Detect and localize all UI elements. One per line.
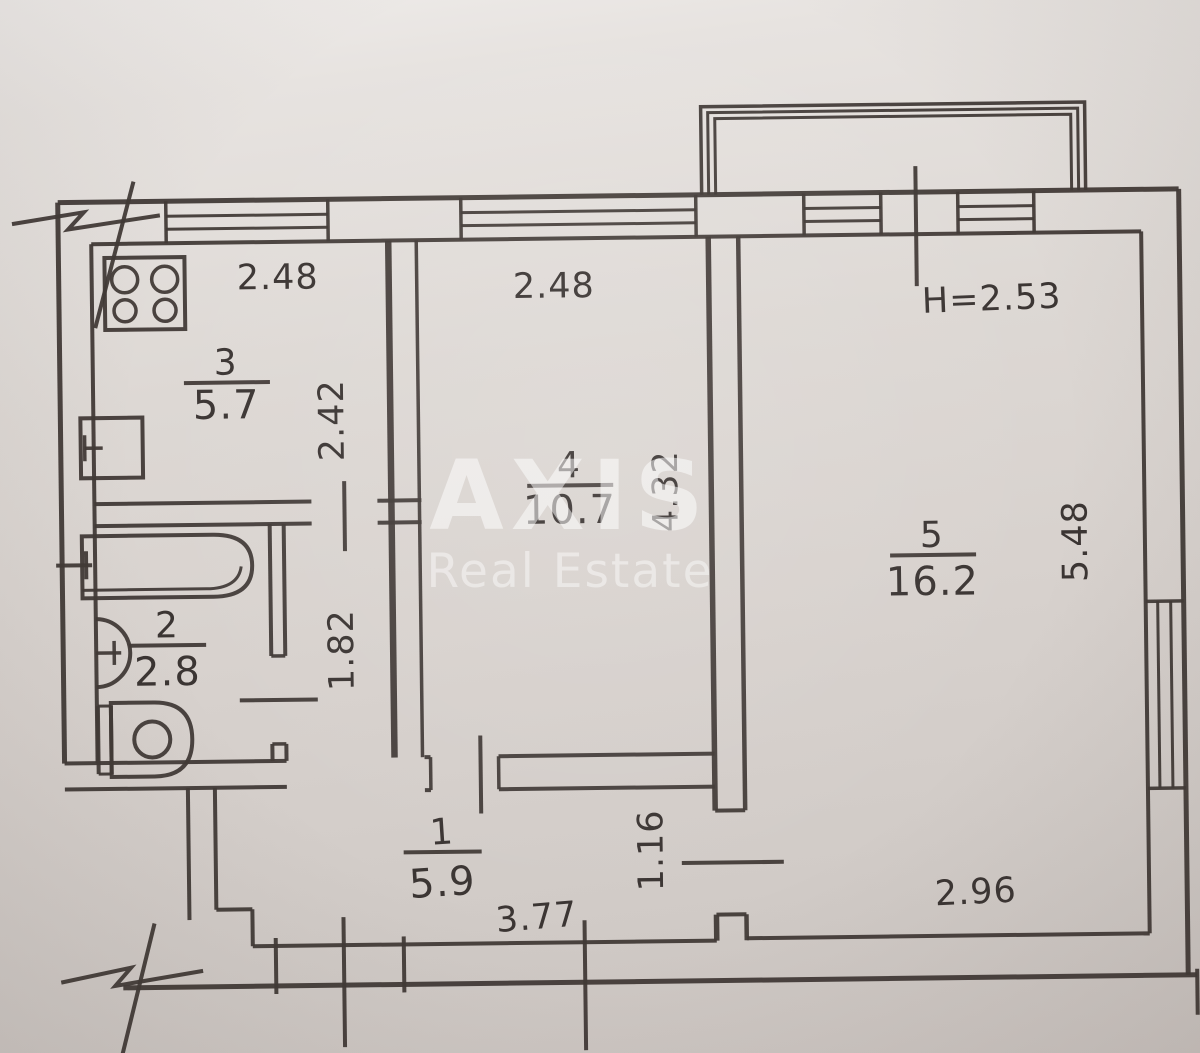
room-2-area: 2.8: [134, 649, 201, 696]
dim-room5-width: 2.96: [934, 871, 1018, 915]
room-2-number: 2: [155, 605, 179, 646]
bathroom-sink-icon: [95, 617, 133, 690]
exterior-walls: [55, 186, 1200, 1015]
windows: [163, 166, 1186, 791]
break-marks: [11, 181, 204, 1053]
interior-walls: [94, 236, 750, 941]
dimension-ticks: [273, 917, 589, 1051]
dim-ceiling-height: H=2.53: [921, 277, 1062, 322]
room-1-number: 1: [429, 811, 456, 853]
bathtub-icon: [56, 532, 255, 601]
door-openings: [239, 481, 784, 917]
room-4-area: 10.7: [523, 487, 617, 534]
dim-room4-width: 2.48: [513, 266, 595, 307]
balcony: [698, 100, 1088, 195]
dim-hall-depth: 1.16: [631, 809, 672, 891]
room-4-number: 4: [557, 445, 581, 486]
dim-room5-depth: 5.48: [1055, 500, 1096, 582]
room-labels: 3 5.7 2 2.8 4 10.7 5 16.2 1 5.9: [129, 342, 980, 908]
toilet-icon: [95, 700, 195, 780]
room-1-area: 5.9: [408, 858, 477, 908]
dim-hall-width: 3.77: [494, 895, 579, 942]
dimension-labels: 2.48 2.48 H=2.53 2.42 4.32 5.48 1.82 1.1…: [236, 257, 1096, 942]
room-5-number: 5: [920, 515, 944, 556]
stove-icon: [102, 255, 188, 333]
room-3-area: 5.7: [193, 382, 260, 429]
kitchen-sink-icon: [78, 415, 146, 481]
dim-kitchen-depth: 2.42: [312, 379, 353, 461]
dim-kitchen-width: 2.48: [236, 257, 318, 298]
dim-corridor-depth: 1.82: [322, 609, 363, 691]
room-5-area: 16.2: [886, 558, 980, 605]
dim-room4-depth: 4.32: [646, 450, 687, 532]
room-3-number: 3: [213, 342, 237, 383]
